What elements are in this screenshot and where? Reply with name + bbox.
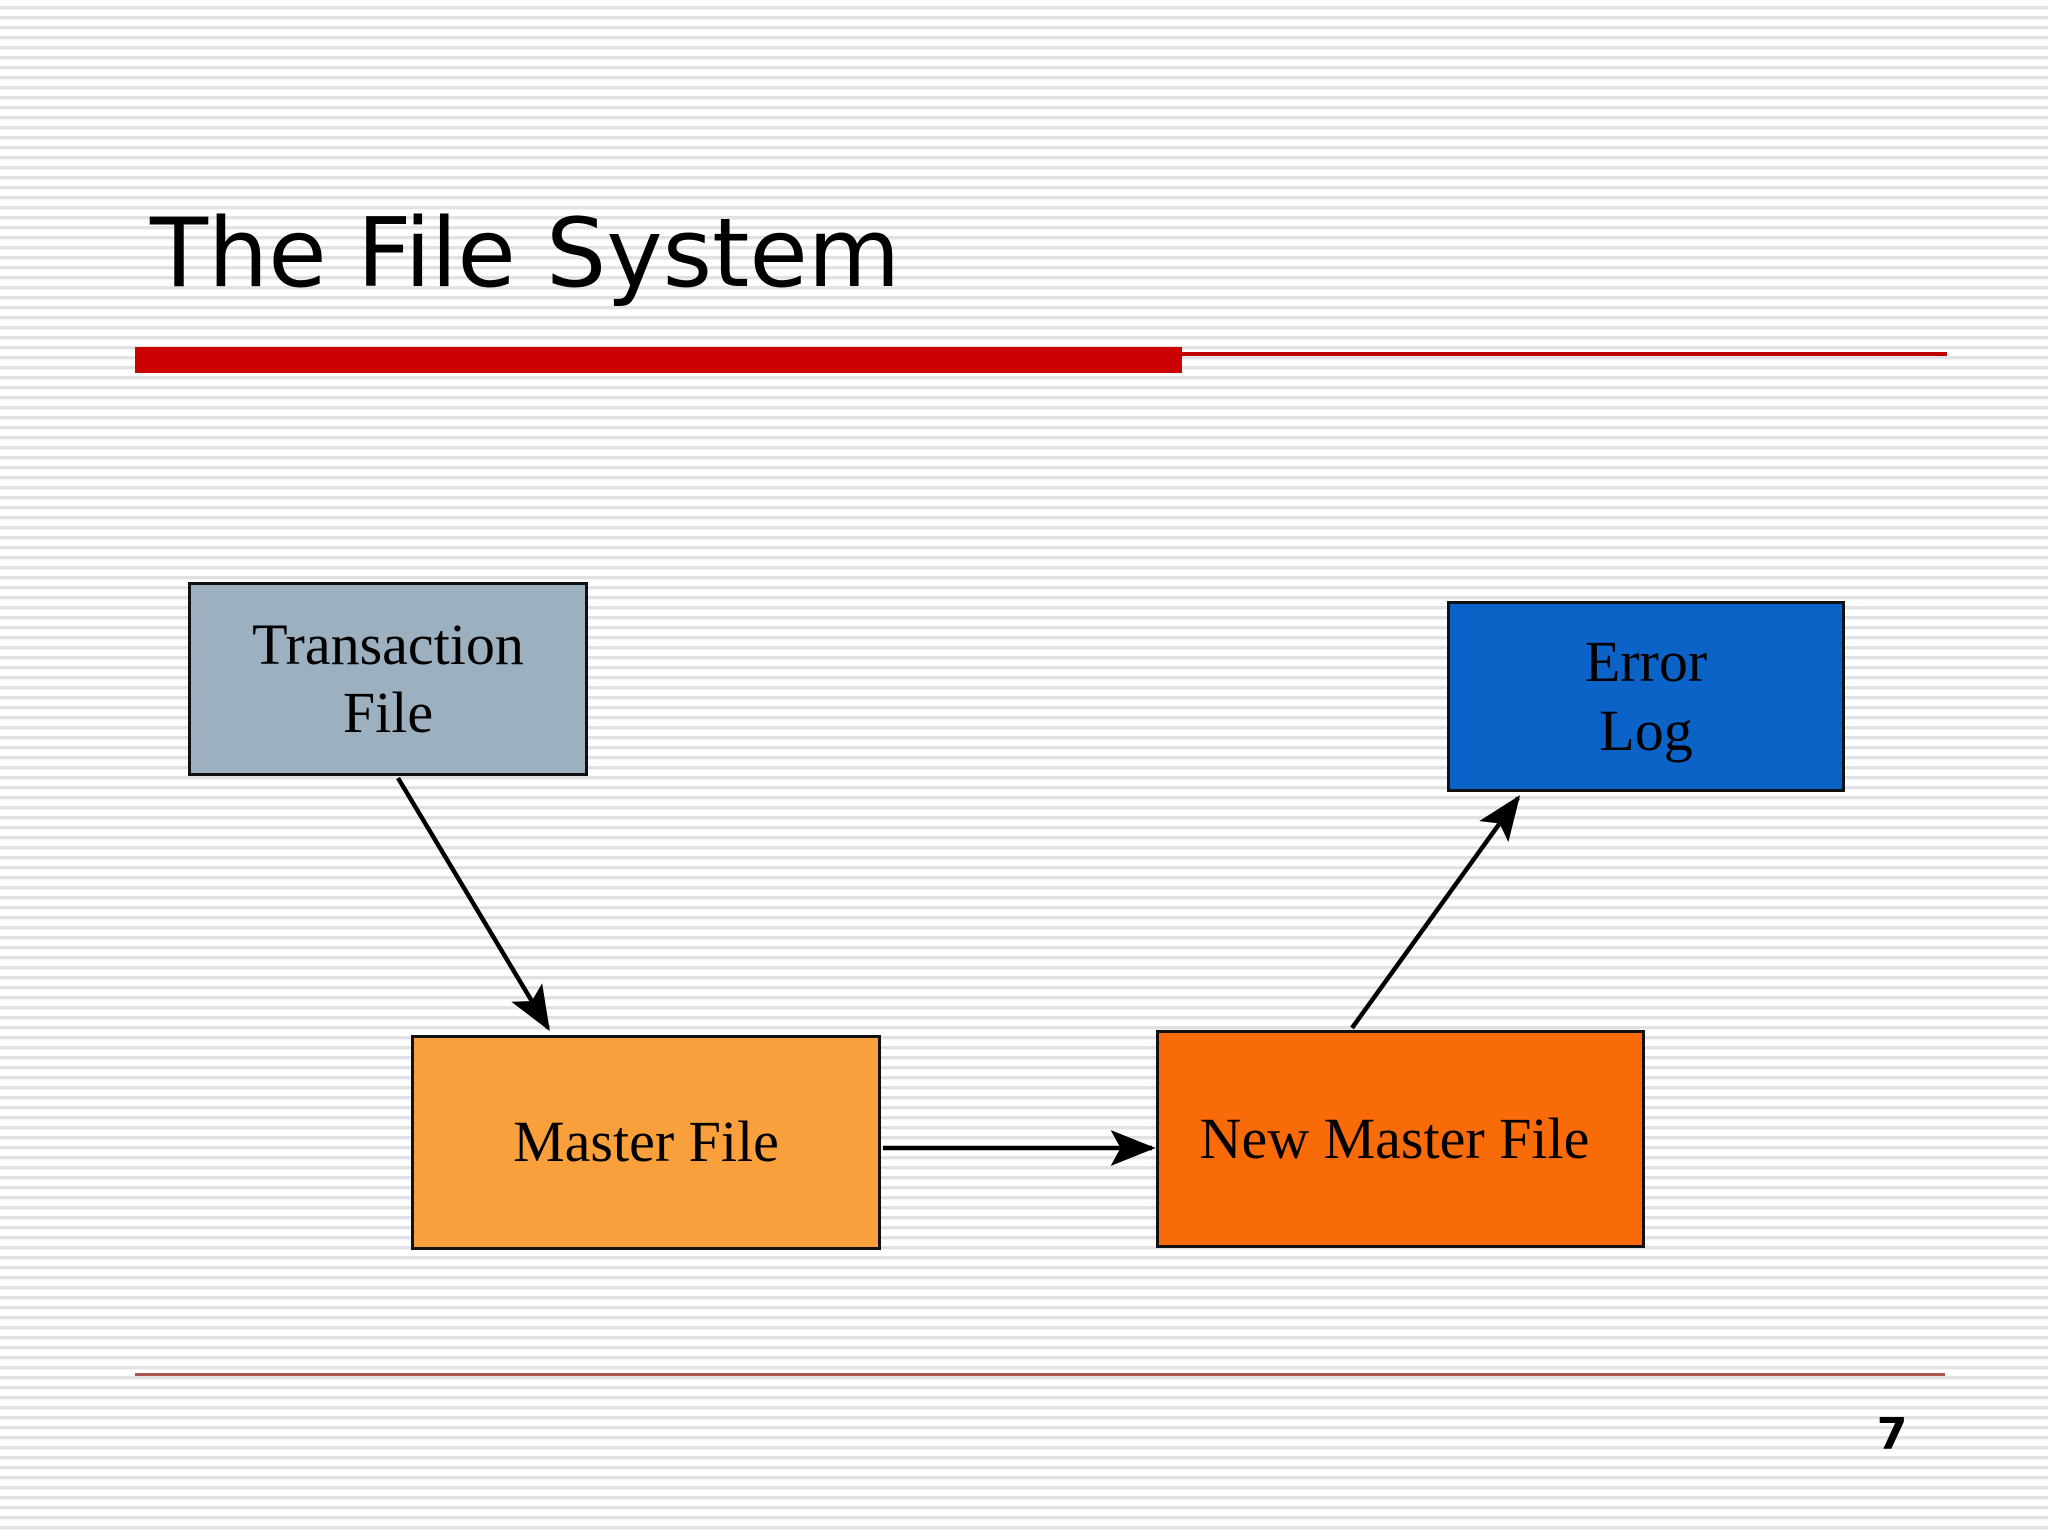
title-rule-thick — [135, 347, 1182, 373]
arrow-new-master-to-error-log — [1350, 795, 1521, 1030]
diagram-node-error-log[interactable]: Error Log — [1447, 601, 1845, 792]
diagram-node-transaction-file[interactable]: Transaction File — [188, 582, 588, 776]
page-title: The File System — [150, 199, 901, 309]
arrow-transaction-to-master — [396, 776, 550, 1032]
diagram-node-label: New Master File — [1199, 1105, 1590, 1171]
diagram-node-label: Transaction File — [252, 611, 524, 745]
diagram-node-master-file[interactable]: Master File — [411, 1035, 881, 1250]
page-number: 7 — [1876, 1409, 1908, 1460]
diagram-node-label: Error Log — [1584, 629, 1708, 763]
footer-rule — [135, 1373, 1945, 1376]
diagram-node-new-master-file[interactable]: New Master File — [1156, 1030, 1645, 1248]
diagram-node-label: Master File — [513, 1109, 779, 1175]
